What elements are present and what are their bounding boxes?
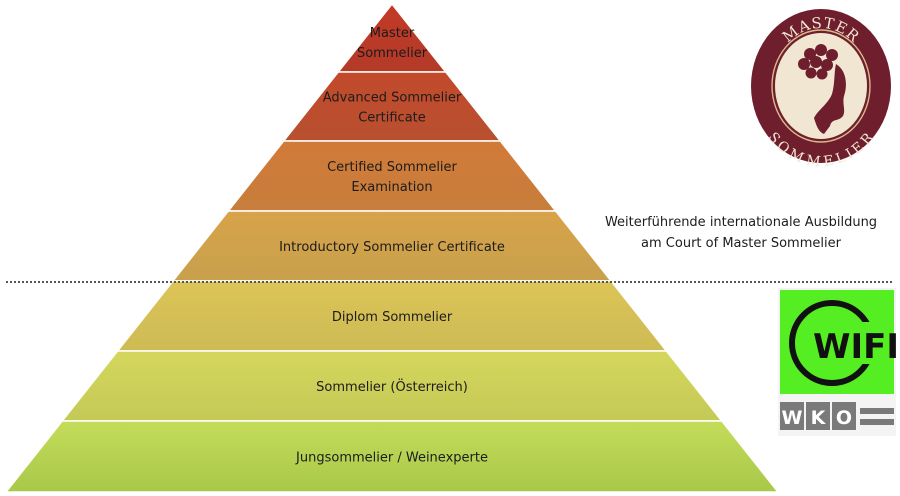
pyramid-tier-5-label-line-1: Diplom Sommelier xyxy=(332,310,453,325)
master-sommelier-logo: MASTER SOMMELIER xyxy=(751,9,891,166)
wko-bar-top xyxy=(860,408,894,414)
court-of-master-sommelier-note: Weiterführende internationale Ausbildung… xyxy=(596,212,886,254)
pyramid-tier-3-label-line-2: Examination xyxy=(351,180,432,195)
wifi-text: WIFI xyxy=(813,327,896,367)
pyramid-tier-2-label-line-1: Advanced Sommelier xyxy=(323,91,462,106)
pyramid-tier-2-label-line-2: Certificate xyxy=(358,111,426,126)
section-divider xyxy=(6,281,892,283)
wko-letter-o: O xyxy=(836,407,852,429)
pyramid-tier-3 xyxy=(226,140,558,212)
wko-letter-w: W xyxy=(782,407,803,429)
wko-bar-bottom xyxy=(860,419,894,425)
pyramid-tier-1-label-line-2: Sommelier xyxy=(357,46,428,61)
bacchus-head-icon xyxy=(798,44,846,134)
wko-letter-k: K xyxy=(811,407,827,429)
pyramid-tier-7-label-line-1: Jungsommelier / Weinexperte xyxy=(295,451,488,466)
pyramid-tier-6-label-line-1: Sommelier (Österreich) xyxy=(316,378,468,395)
logo-inner-ring xyxy=(771,29,871,143)
pyramid-tier-2 xyxy=(282,71,502,142)
pyramid-tier-3-label-line-1: Certified Sommelier xyxy=(327,160,457,175)
pyramid-tier-4-label-line-1: Introductory Sommelier Certificate xyxy=(279,240,505,255)
pyramid-tier-1-label-line-1: Master xyxy=(370,26,415,41)
wifi-wko-logo: WIFI W K O xyxy=(778,288,896,436)
pyramid-tier-7 xyxy=(4,420,780,493)
side-note-line-1: Weiterführende internationale Ausbildung xyxy=(604,215,878,230)
side-note-line-2: am Court of Master Sommelier xyxy=(641,236,841,251)
